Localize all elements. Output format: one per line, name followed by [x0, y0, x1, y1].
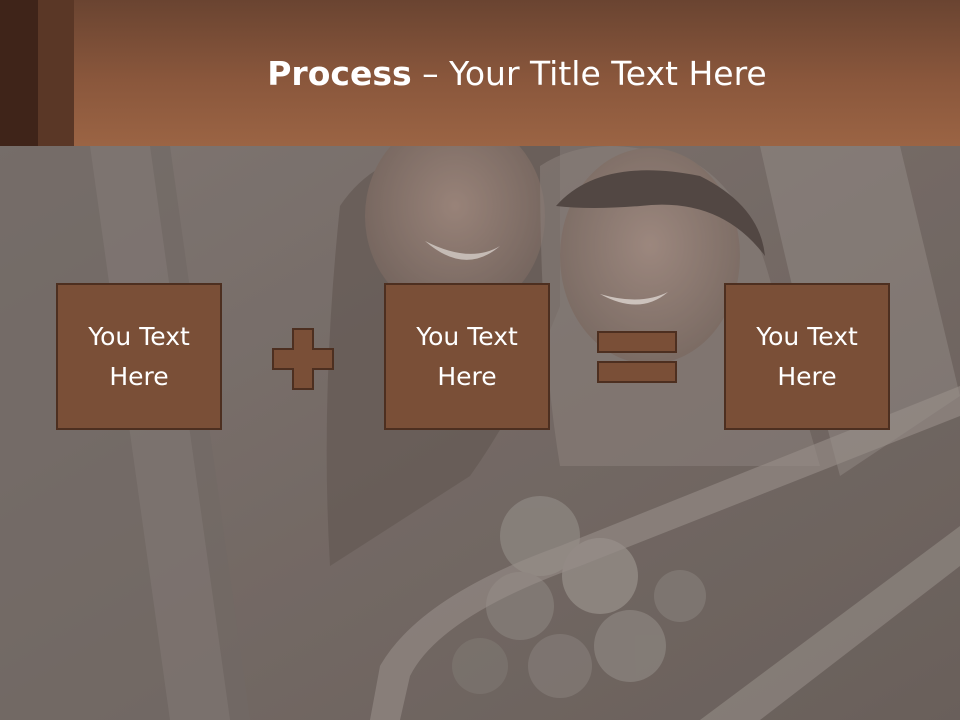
process-step-1-label: You Text Here — [88, 321, 190, 391]
process-step-3-label: You Text Here — [756, 321, 858, 391]
corner-accent — [38, 0, 74, 146]
title-rest: – Your Title Text Here — [411, 54, 767, 93]
title-bar: Process – Your Title Text Here — [0, 0, 960, 146]
title-bold: Process — [267, 54, 412, 93]
process-step-1: You Text Here — [56, 283, 222, 430]
corner-accent-dark — [0, 0, 38, 146]
process-step-2-label: You Text Here — [416, 321, 518, 391]
plus-icon — [272, 328, 334, 390]
equals-icon — [597, 331, 677, 383]
process-step-3: You Text Here — [724, 283, 890, 430]
slide-title: Process – Your Title Text Here — [74, 52, 960, 96]
process-step-2: You Text Here — [384, 283, 550, 430]
background-photo — [0, 146, 960, 720]
